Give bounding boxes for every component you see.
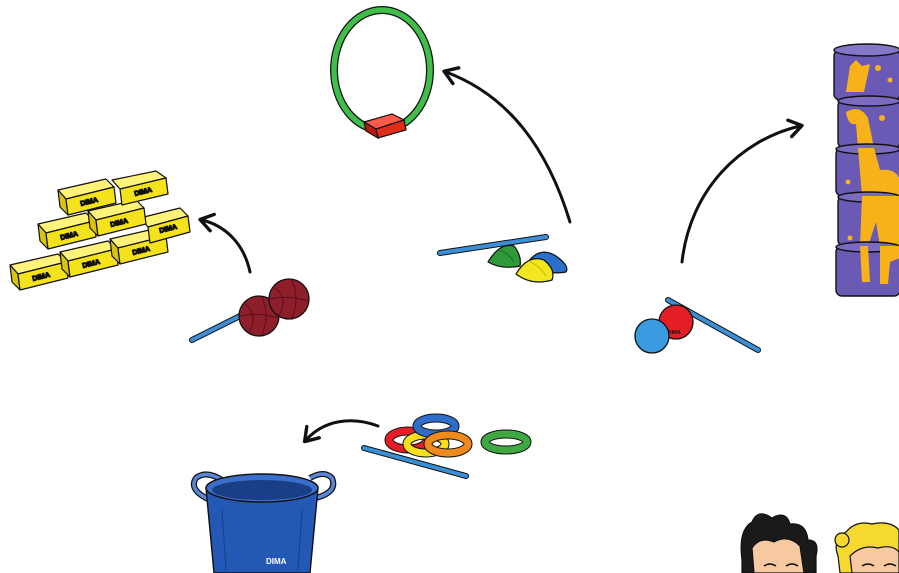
arrow-balls-to-cans — [680, 118, 804, 264]
brick: DIMA — [111, 170, 169, 206]
stack-can — [837, 95, 899, 149]
red-blue-balls-station: DIMA — [634, 297, 761, 354]
green-hoop — [330, 6, 434, 140]
brick: DIMA — [37, 212, 97, 250]
bucket-logo: DIMA — [266, 557, 287, 566]
stack-can — [837, 191, 899, 247]
green-cone — [487, 244, 521, 268]
yellow-cone — [515, 258, 554, 283]
girl-character — [834, 522, 899, 573]
brick: DIMA — [9, 253, 69, 291]
rings-station — [361, 413, 532, 479]
brick: DIMA — [57, 178, 117, 216]
green-ring — [480, 429, 532, 455]
ball-logo: DIMA — [668, 330, 681, 336]
maroon-balls-station — [189, 278, 310, 343]
yellow-brick-wall: DIMA DIMA DIMA DIMA DIMA — [9, 170, 191, 291]
boy-character — [740, 513, 818, 573]
orange-ring — [423, 430, 473, 458]
blue-bucket: DIMA — [190, 471, 337, 573]
giraffe-can-tower — [833, 43, 899, 297]
stack-can — [835, 241, 899, 297]
stack-can — [833, 43, 899, 101]
arrow-cones-to-hoop — [442, 66, 572, 224]
cones-station — [437, 234, 568, 283]
maroon-ball — [268, 278, 310, 320]
stack-can — [835, 143, 899, 197]
arrow-rings-to-bucket — [302, 419, 380, 444]
arrow-balls-to-bricks — [198, 212, 252, 274]
brick: DIMA — [139, 207, 191, 244]
brick: DIMA — [87, 199, 147, 237]
brick: DIMA — [59, 240, 119, 278]
blue-ball — [634, 318, 670, 354]
red-hoop-stand — [362, 113, 407, 140]
